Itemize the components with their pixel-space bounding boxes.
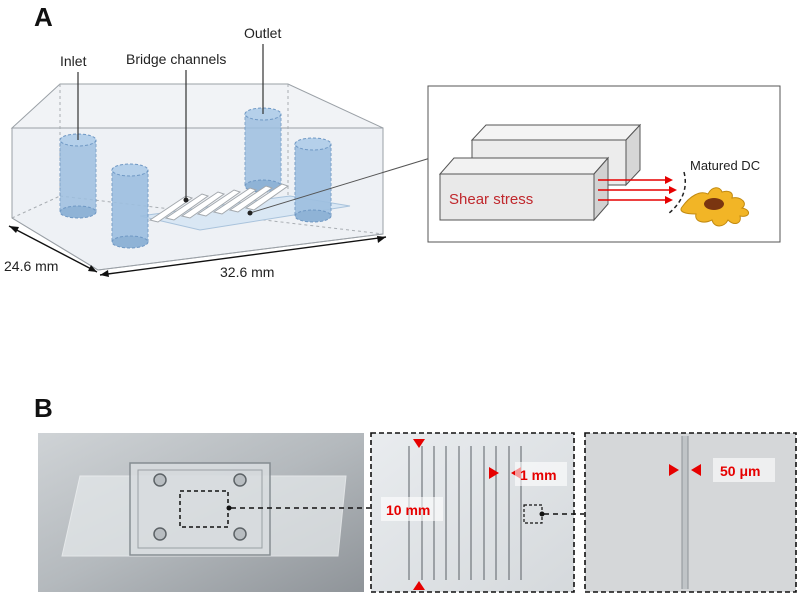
inlet-label: Inlet [60, 53, 87, 69]
dimension-length [99, 236, 387, 277]
chip-3d-model [10, 83, 384, 271]
chip-hidden-edge [11, 195, 61, 219]
bridge-channels-label: Bridge channels [126, 51, 226, 67]
outlet-label: Outlet [244, 25, 281, 41]
cylinder-inlet-front [111, 163, 149, 249]
cylinder-outlet-front [294, 137, 332, 223]
chip-top-face [10, 83, 384, 129]
cylinder-inlet-back [59, 133, 97, 219]
membrane-arc [667, 171, 686, 215]
micrograph-single-channel [584, 432, 797, 593]
device-photo [38, 433, 364, 592]
chip-bottom-edge [97, 233, 384, 271]
panel-b-letter: B [34, 393, 53, 423]
bridge-leader-dot [183, 197, 189, 203]
bridge-channels-array [148, 183, 290, 223]
dimension-width [8, 225, 98, 273]
dendritic-cell-icon [680, 187, 749, 227]
width-dimension-label: 24.6 mm [4, 258, 58, 274]
channel-block-front [438, 156, 610, 222]
cylinder-outlet-back [244, 107, 282, 193]
zoom-connector-dot [247, 210, 253, 216]
zoom-connector [249, 151, 451, 214]
panel-a-letter: A [34, 2, 53, 32]
shear-arrows [598, 176, 677, 204]
micrograph-channels [370, 432, 575, 593]
matured-dc-label: Matured DC [690, 158, 760, 173]
chip-bottom-edge [11, 217, 99, 271]
channel-width-label: 50 μm [720, 463, 760, 479]
channel-spacing-label: 1 mm [520, 467, 557, 483]
shear-stress-label: Shear stress [449, 191, 533, 208]
length-dimension-label: 32.6 mm [220, 264, 274, 280]
channel-length-label: 10 mm [386, 502, 430, 518]
